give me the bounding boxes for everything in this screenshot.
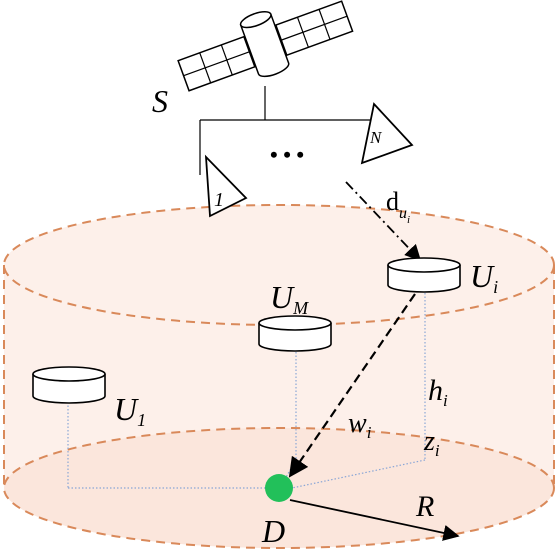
antenna-n-icon: N (360, 102, 414, 165)
satellite-label: S (152, 83, 168, 119)
link-ui-to-d (288, 293, 416, 478)
destination-node (265, 474, 293, 502)
w-i-label: wi (348, 408, 372, 442)
antenna-ellipsis: • • • (270, 142, 304, 167)
h-i-label: hi (428, 374, 448, 410)
destination-label: D (261, 513, 285, 549)
uav-um-icon (258, 315, 332, 352)
antenna-1-icon: 1 (204, 154, 248, 218)
u1-label: U1 (114, 391, 146, 430)
um-label: UM (270, 279, 309, 318)
ui-label: Ui (470, 258, 498, 297)
radius-label: R (415, 490, 434, 523)
antenna-1-label: 1 (214, 189, 224, 211)
z-i-label: zi (423, 426, 440, 460)
radius-arrow (289, 499, 460, 541)
antenna-n-label: N (369, 128, 383, 147)
d-ui-label: dui (386, 187, 410, 226)
satellite-icon (177, 0, 354, 92)
uav-u1-icon (32, 366, 106, 404)
uav-ui-icon (387, 257, 461, 293)
beam-to-ui (345, 181, 422, 262)
